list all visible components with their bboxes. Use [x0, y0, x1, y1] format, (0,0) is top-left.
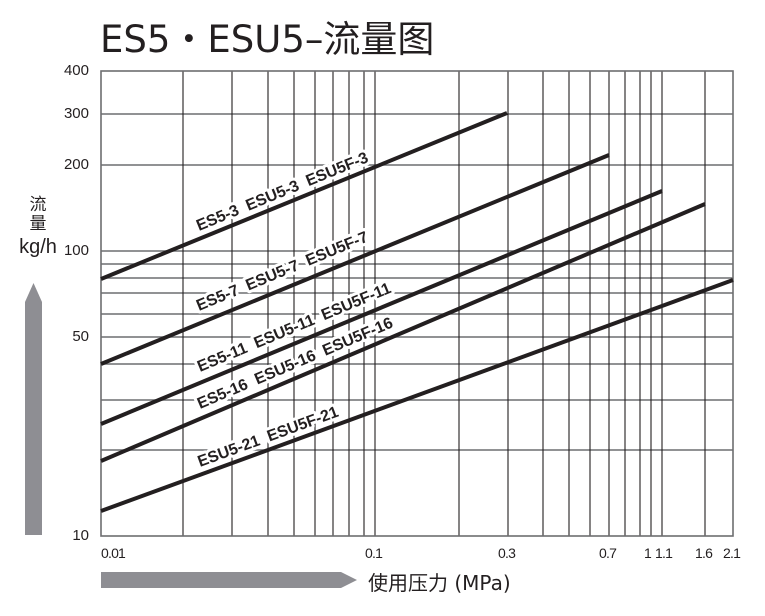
y-axis-unit: kg/h [19, 236, 57, 258]
y-tick-label: 100 [63, 242, 89, 259]
x-tick-label: 0.7 [599, 545, 617, 561]
x-tick-label: 0.1 [365, 545, 383, 561]
series-line-1 [100, 111, 508, 281]
series-line-3 [100, 189, 663, 426]
svg-text:ES5-3 ESU5-3 ESU5F-3: ES5-3 ESU5-3 ESU5F-3 [194, 149, 371, 234]
x-tick-label: 1 [644, 545, 652, 561]
x-tick-label: 0.3 [498, 545, 516, 561]
x-tick-label: 2.1 [723, 545, 741, 561]
y-tick-label: 50 [72, 328, 89, 345]
y-axis-label-line1: 流 [29, 195, 47, 215]
y-tick-label: 300 [63, 105, 89, 122]
grid-lines [101, 71, 733, 536]
chart-title: ES5・ESU5–流量图 [100, 18, 435, 61]
y-tick-label: 200 [63, 156, 89, 173]
y-axis-label-line2: 量 [29, 214, 47, 234]
x-axis-label: 使用压力 (MPa) [368, 571, 511, 595]
x-tick-label: 1.1 [655, 545, 673, 561]
y-axis-arrow-icon [25, 283, 42, 535]
x-axis-arrow-icon [101, 572, 357, 588]
y-tick-label: 10 [72, 527, 89, 544]
series-lines [100, 111, 734, 513]
series-line-4 [100, 202, 706, 463]
series-line-2 [100, 153, 610, 366]
x-tick-label: 0.01 [101, 545, 126, 561]
series-line-5 [100, 278, 734, 513]
y-axis-label: 流 量 kg/h [8, 195, 68, 258]
y-tick-label: 400 [63, 62, 89, 79]
plot-frame [100, 70, 734, 537]
x-tick-label: 1.6 [695, 545, 713, 561]
